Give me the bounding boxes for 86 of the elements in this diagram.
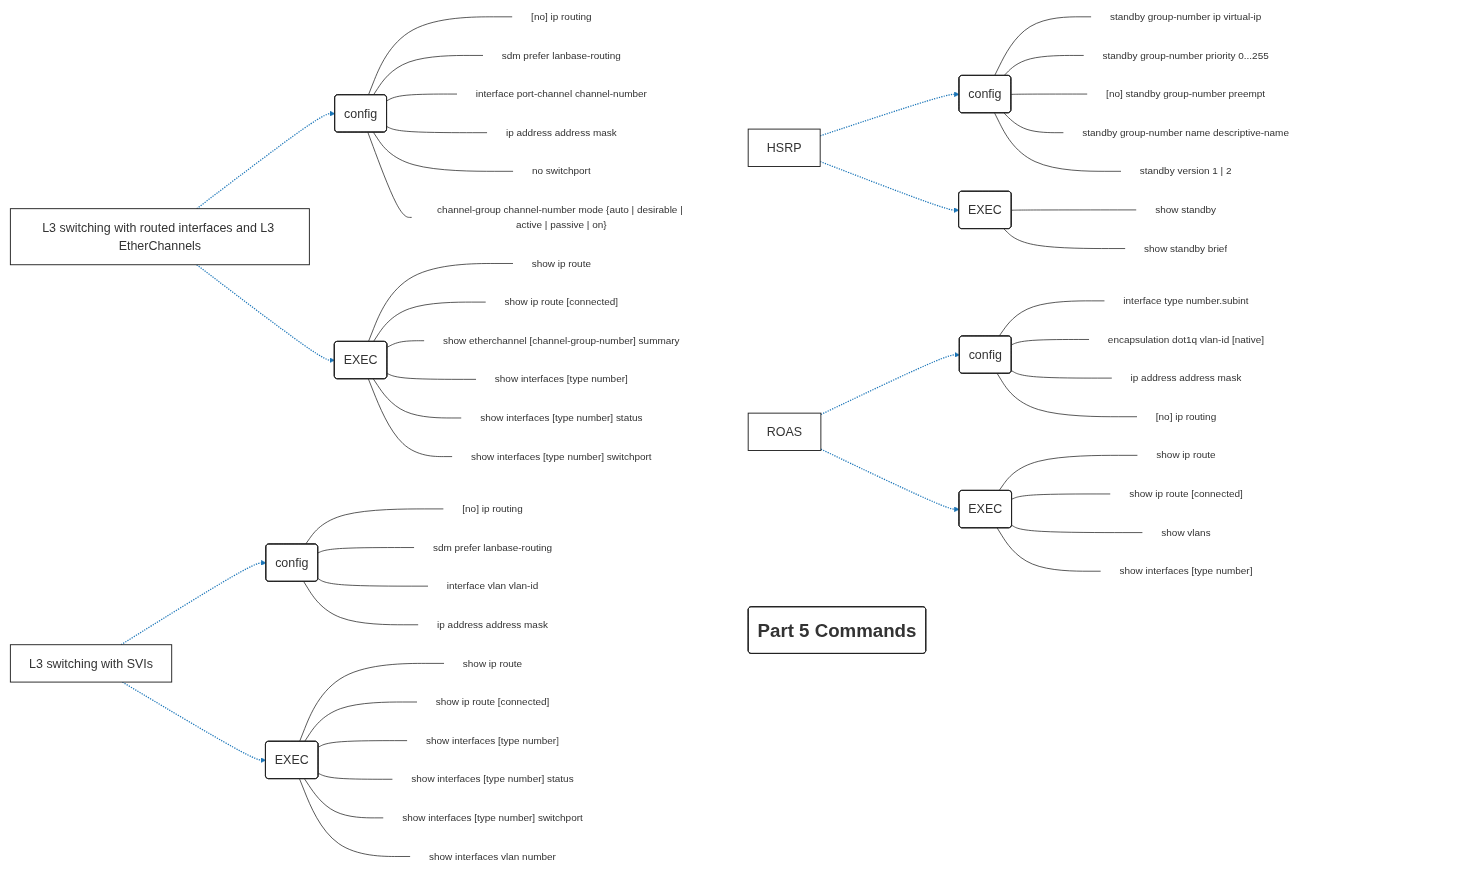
- connector: [368, 16, 513, 96]
- connector: [368, 263, 514, 343]
- connector: [1003, 55, 1085, 77]
- connector: [1010, 93, 1088, 95]
- node-text: encapsulation dot1q vlan-id [native]: [1107, 333, 1265, 345]
- connector: [368, 378, 453, 457]
- connector: [318, 773, 393, 780]
- node-text: show interfaces [type number]: [494, 373, 628, 385]
- connector: [373, 378, 462, 419]
- connector: [996, 527, 1102, 572]
- node-text: [no] standby group-number preempt: [1106, 88, 1266, 100]
- node-text: ip address address mask: [437, 619, 548, 630]
- connector: [994, 16, 1092, 77]
- connector: [1003, 112, 1064, 134]
- arrow: [196, 264, 335, 363]
- connector: [317, 547, 415, 554]
- connector: [299, 778, 411, 857]
- arrow: [819, 91, 960, 137]
- arrow: [820, 448, 960, 512]
- connector: [994, 112, 1122, 172]
- connector: [1011, 339, 1090, 346]
- connector: [386, 126, 488, 134]
- connector: [996, 373, 1138, 418]
- node-text: show ip route [connected]: [435, 696, 550, 707]
- arrow: [120, 560, 267, 646]
- connector: [1011, 370, 1113, 379]
- node-text: show vlans: [1161, 526, 1211, 538]
- node-text: show interfaces [type number] switchport: [402, 812, 583, 823]
- node-text: sdm prefer lanbase-routing: [432, 541, 553, 553]
- node-text: standby group-number ip virtual-ip: [1110, 11, 1262, 22]
- connector: [373, 55, 484, 96]
- node-box: L3 switching with routed interfaces and L3 EtherChannels: [9, 208, 310, 266]
- connector: [373, 132, 514, 172]
- node-text: interface port-channel channel-number: [475, 88, 647, 100]
- node-text: standby group-number name descriptive-name: [1082, 127, 1289, 138]
- node-text: [no] ip routing: [531, 11, 592, 22]
- node-text: show interfaces [type number] status: [480, 412, 643, 423]
- node-text: ip address address mask: [505, 127, 617, 138]
- node-text: show etherchannel [channel-group-number] summary: [443, 335, 680, 346]
- node-text: show interfaces [type number] switchport: [471, 450, 652, 462]
- arrow: [196, 110, 336, 210]
- connector: [1011, 524, 1143, 533]
- arrow: [121, 681, 266, 763]
- node-text: show ip route [connected]: [1129, 488, 1243, 499]
- connector: [317, 578, 429, 587]
- connector: [998, 454, 1138, 492]
- connector: [304, 701, 418, 742]
- node-box: HSRP: [747, 128, 821, 167]
- connector: [998, 300, 1106, 337]
- node-text: show standby: [1155, 204, 1217, 215]
- node-text: show interfaces [type number]: [426, 735, 559, 746]
- connector: [386, 373, 477, 380]
- connector: [386, 93, 458, 102]
- connector: [1011, 209, 1137, 211]
- node-text: channel-group channel-number mode {auto | desirable | active | passive | on}: [437, 204, 683, 230]
- node-text: show interfaces [type number] status: [411, 773, 574, 785]
- node-text: interface vlan vlan-id: [446, 580, 539, 592]
- arrow: [820, 352, 960, 416]
- connector: [367, 132, 413, 218]
- connector: [299, 663, 445, 742]
- connector: [1011, 493, 1111, 500]
- node-text: ip address address mask: [1130, 372, 1242, 384]
- node-text: standby version 1 | 2: [1139, 165, 1232, 177]
- node-text: show ip route [connected]: [504, 296, 619, 308]
- arrow: [819, 160, 960, 213]
- node-text: interface type number.subint: [1123, 295, 1249, 306]
- node-text: show standby brief: [1144, 242, 1228, 254]
- connector: [303, 581, 419, 626]
- connector: [304, 778, 384, 819]
- connector: [318, 740, 408, 748]
- connector: [386, 340, 425, 348]
- node-text: show interfaces [type number]: [1119, 565, 1253, 577]
- connector: [373, 301, 487, 343]
- node-text: standby group-number priority 0...255: [1102, 49, 1269, 61]
- node-box: ROAS: [747, 412, 822, 451]
- node-box: L3 switching with SVIs: [9, 644, 173, 683]
- connector: [1003, 228, 1126, 249]
- node-text: show ip route: [531, 257, 591, 269]
- node-text: [no] ip routing: [1155, 411, 1217, 422]
- node-text: show ip route: [1156, 449, 1216, 461]
- node-text: [no] ip routing: [462, 503, 523, 514]
- node-text: no switchport: [531, 165, 591, 177]
- connector: [305, 508, 444, 545]
- node-text: sdm prefer lanbase-routing: [501, 49, 621, 61]
- node-text: show ip route: [462, 657, 523, 669]
- node-text: show interfaces vlan number: [429, 850, 556, 862]
